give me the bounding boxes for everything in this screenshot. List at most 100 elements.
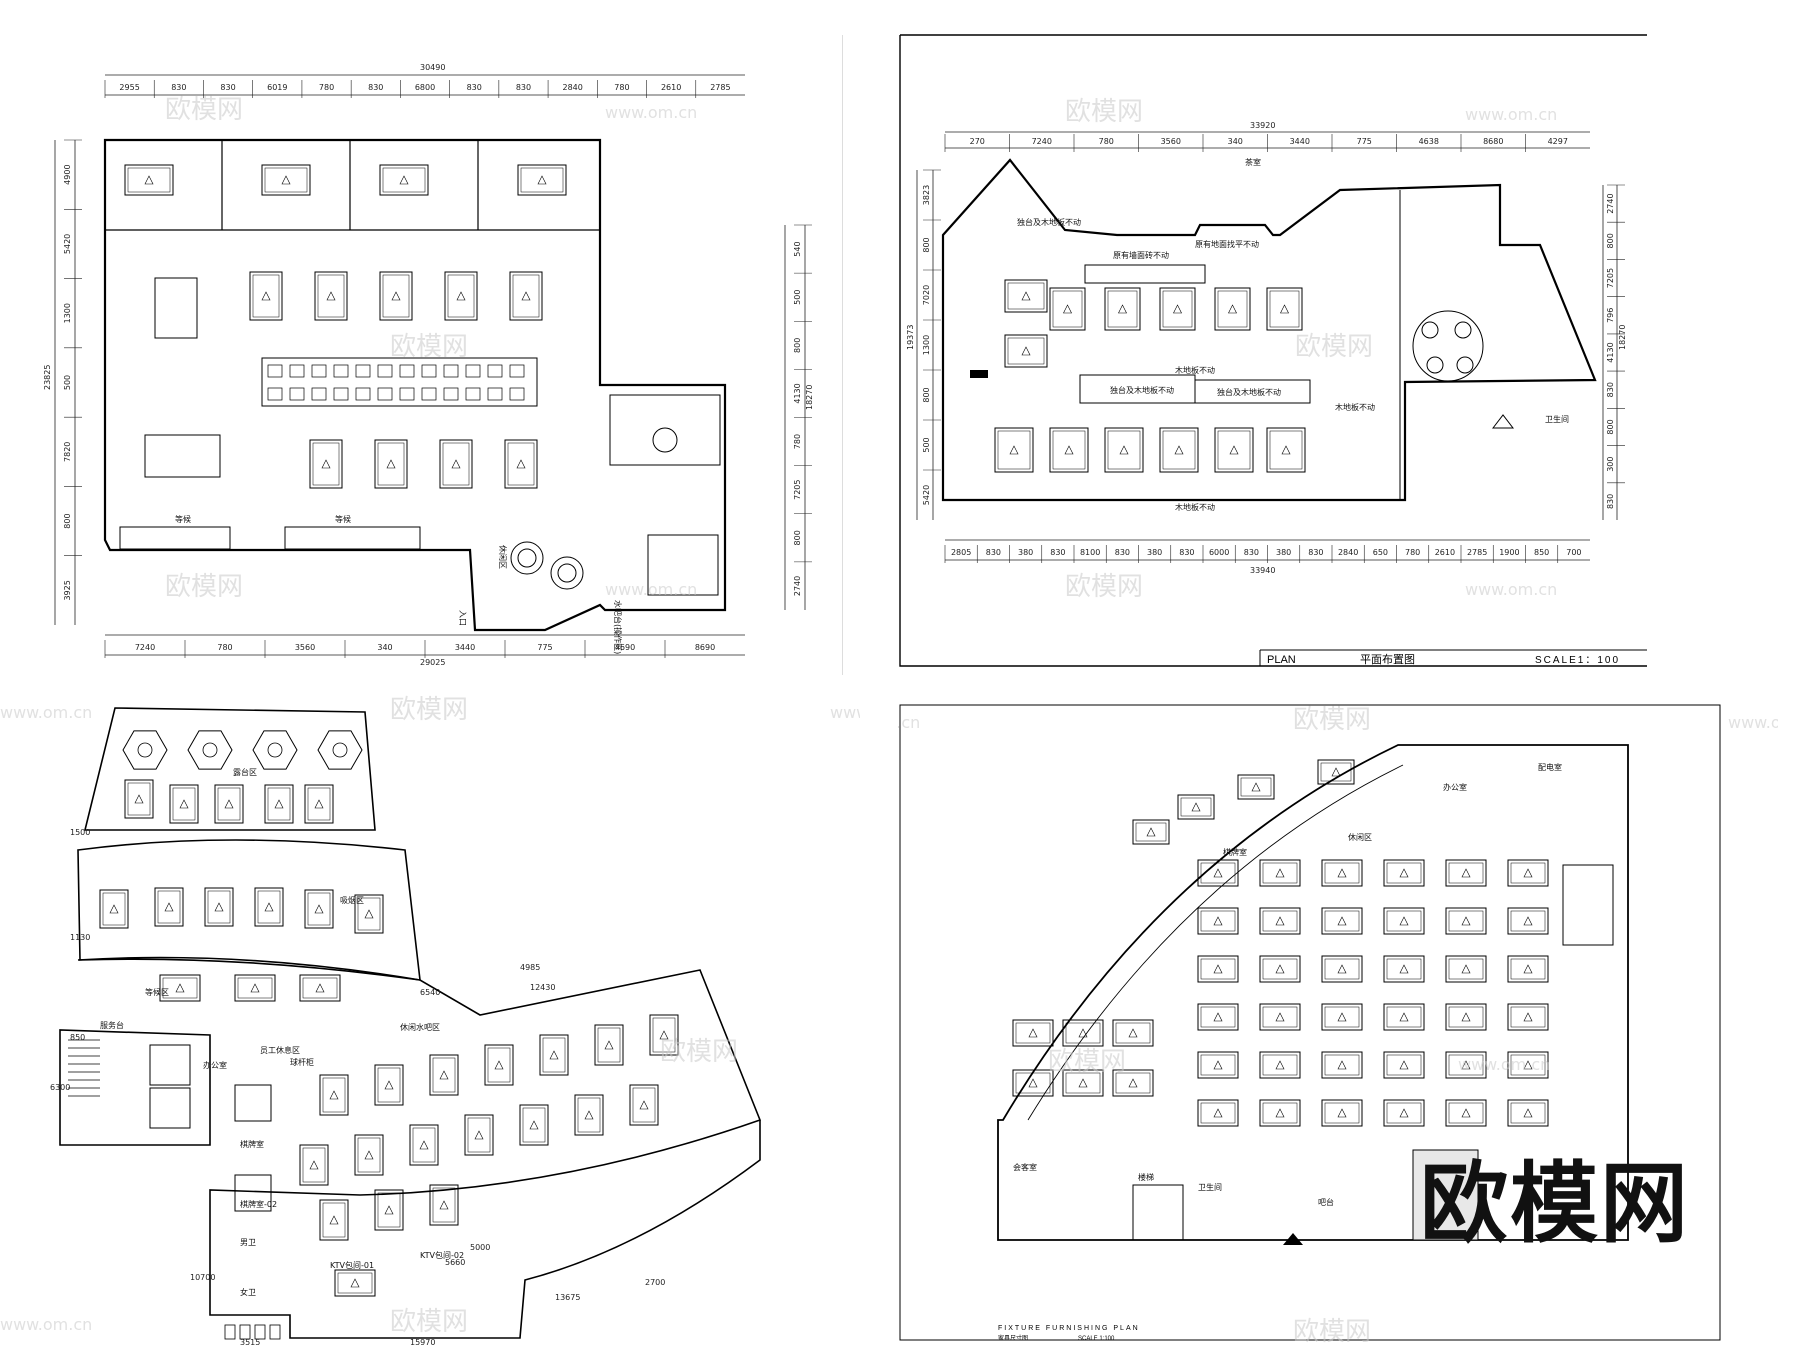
billiard-table [1197, 907, 1239, 935]
billiard-table-cushion [1324, 1006, 1360, 1028]
private-room-tables [124, 164, 567, 196]
ball-rack [1128, 1028, 1138, 1038]
ball-rack [1146, 827, 1156, 837]
snooker-table-1 [154, 277, 198, 339]
billiard-table [1507, 907, 1549, 935]
billiard-table [539, 1034, 569, 1076]
seat [509, 364, 525, 378]
dimension-label: 500 [922, 437, 931, 452]
tr-lounge-cluster [1412, 310, 1484, 382]
billiard-table [1266, 287, 1303, 331]
billiard-table-cushion [512, 274, 540, 318]
ball-rack [134, 794, 144, 804]
staff-rest-label: 员工休息区 [260, 1045, 300, 1055]
dimension-label: 380 [1276, 548, 1291, 557]
ball-rack [1337, 964, 1347, 974]
billiard-table-cushion [1448, 1102, 1484, 1124]
lounge-sofa-area [609, 394, 721, 466]
billiard-table [254, 887, 284, 927]
billiard-table-cushion [507, 442, 535, 486]
ball-rack [264, 902, 274, 912]
billiard-table [994, 427, 1034, 473]
br-lounge-label: 休闲区 [1348, 832, 1372, 842]
leisure-bar-label: 休闲水吧区 [400, 1022, 440, 1032]
billiard-table-cushion [1262, 1102, 1298, 1124]
seat [267, 387, 283, 401]
billiard-table [124, 779, 154, 819]
ball-rack [521, 291, 531, 301]
billiard-table [169, 784, 199, 824]
billiard-table [504, 439, 538, 489]
seat [465, 387, 481, 401]
ball-rack [516, 459, 526, 469]
ktv1-label: KTV包间-01 [330, 1260, 374, 1270]
waiting-area-label: 等候区 [145, 987, 169, 997]
watermark-site-bl-bottom: www.om.cn [0, 1315, 92, 1334]
seat [487, 364, 503, 378]
dimension-label: 3560 [295, 643, 315, 652]
billiard-table-cushion [1007, 337, 1045, 365]
billiard-table-cushion [487, 1047, 511, 1083]
stage-label-d: 木地板不动 [1175, 365, 1215, 375]
billiard-table-cushion [307, 892, 331, 926]
billiard-table [1383, 1003, 1425, 1031]
ball-rack [321, 459, 331, 469]
dimension-label: 340 [377, 643, 392, 652]
dimension-label: 7205 [1606, 268, 1615, 288]
billiard-table [429, 1054, 459, 1096]
dimension-label: 340 [1228, 137, 1243, 146]
billiard-table-cushion [207, 890, 231, 924]
billiard-table [1259, 907, 1301, 935]
billiard-table-cushion [1240, 777, 1272, 797]
hexagon-table [122, 730, 168, 770]
dimension-label: 800 [1606, 233, 1615, 248]
billiard-table-cushion [432, 1057, 456, 1093]
hexagon-table [187, 730, 233, 770]
dimension-label: 850 [1534, 548, 1549, 557]
ball-rack [537, 175, 547, 185]
waiting-seats-mid [284, 526, 421, 550]
ball-rack [1523, 916, 1533, 926]
title-scale: SCALE1：100 [1535, 655, 1620, 666]
billiard-table-cushion [302, 977, 338, 999]
billiard-table-cushion [1107, 430, 1141, 470]
dimension-label: 8680 [1483, 137, 1503, 146]
dimension-label: 2785 [710, 83, 730, 92]
br-billiard-tables [1012, 759, 1549, 1127]
billiard-table [1321, 907, 1363, 935]
dimension-label: 830 [1308, 548, 1323, 557]
billiard-table [299, 974, 341, 1002]
tr-stage-block-3 [1084, 264, 1206, 284]
ball-rack [315, 983, 325, 993]
billiard-table-cushion [520, 167, 564, 193]
dimension-label: 830 [1179, 548, 1194, 557]
billiard-table [249, 271, 283, 321]
ball-rack [224, 799, 234, 809]
billiard-table [1132, 819, 1170, 845]
billiard-table-cushion [1217, 290, 1248, 328]
billiard-table [1445, 907, 1487, 935]
central-seating-bar [261, 357, 538, 407]
main-hall-tables [249, 271, 543, 489]
billiard-table [1445, 1003, 1487, 1031]
br-title: FIXTURE FURNISHING PLAN [998, 1325, 1140, 1332]
ball-rack [386, 459, 396, 469]
seat [399, 364, 415, 378]
ball-rack [1078, 1028, 1088, 1038]
billiard-table-cushion [1386, 958, 1422, 980]
ball-rack [419, 1140, 429, 1150]
billiard-table-cushion [264, 167, 308, 193]
tr-outer-wall [941, 158, 1597, 502]
ball-rack [1523, 1012, 1533, 1022]
dimension-label: 830 [1050, 548, 1065, 557]
ball-rack [364, 1150, 374, 1160]
private-rooms-row [105, 140, 600, 231]
billiard-table [1445, 1051, 1487, 1079]
ball-rack [1028, 1028, 1038, 1038]
ball-rack [1213, 916, 1223, 926]
restroom-label: 卫生间 [1545, 414, 1569, 424]
dew-area-label: 露台区 [233, 767, 257, 777]
billiard-table-cushion [127, 782, 151, 816]
billiard-table-cushion [997, 430, 1031, 470]
